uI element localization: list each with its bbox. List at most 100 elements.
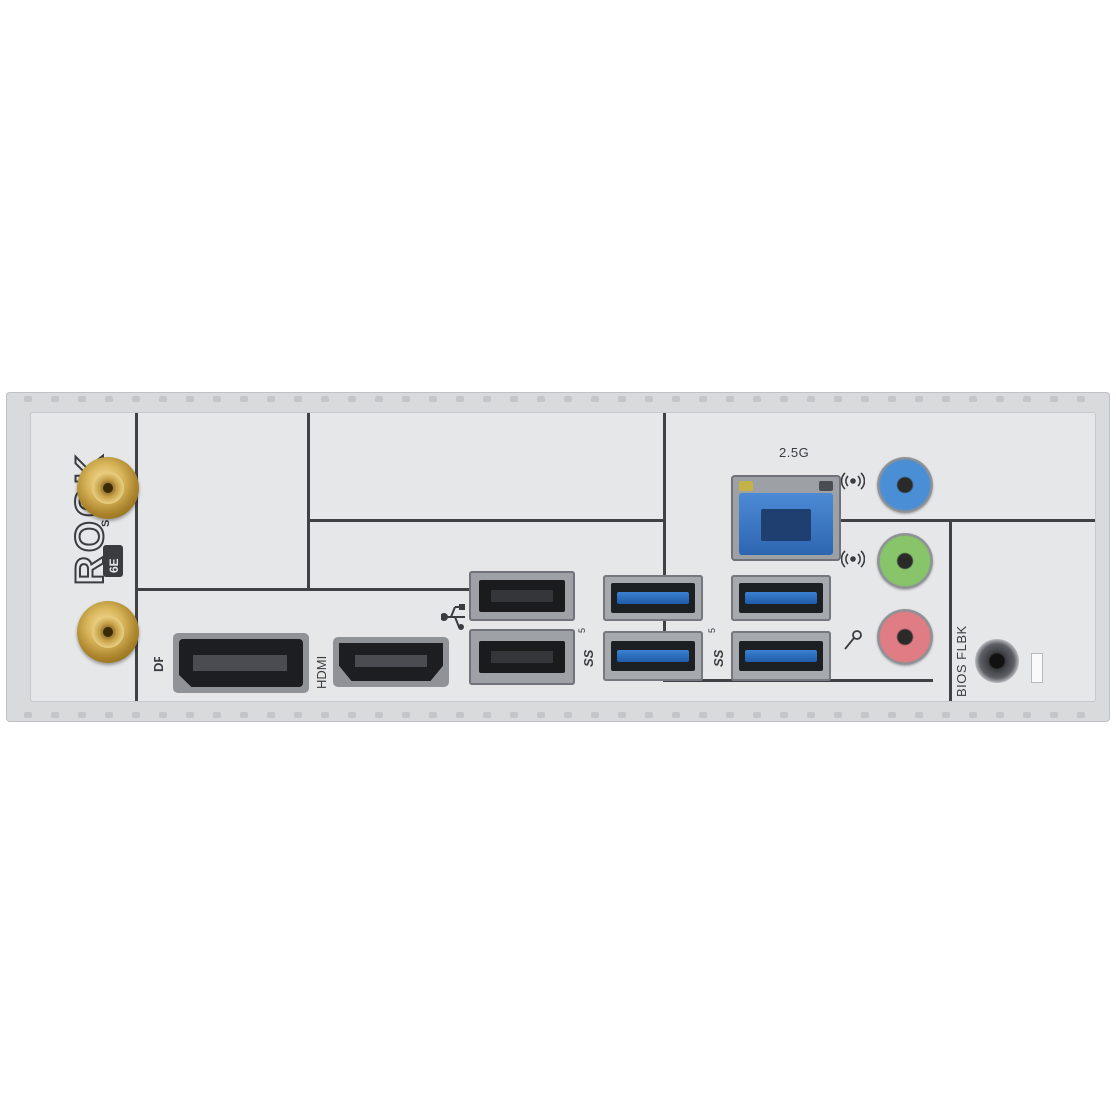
- io-shield-plate: ROCK SOLID 6E DP: [6, 392, 1110, 722]
- rim-dot: [132, 396, 140, 402]
- wifi-6e-badge: 6E: [101, 543, 125, 579]
- rim-dot: [726, 396, 734, 402]
- usb3-port-right-bottom[interactable]: [731, 631, 831, 681]
- rim-dot: [78, 712, 86, 718]
- rim-dot: [753, 712, 761, 718]
- rim-dot: [105, 396, 113, 402]
- rim-dot: [510, 396, 518, 402]
- usb3-port-right-top[interactable]: [731, 575, 831, 621]
- ethernet-socket: [739, 493, 833, 555]
- rim-dot: [321, 712, 329, 718]
- usb3-port-left-bottom[interactable]: [603, 631, 703, 681]
- rim-dot: [375, 712, 383, 718]
- rim-dot: [942, 712, 950, 718]
- rim-dot: [834, 712, 842, 718]
- rim-dot: [159, 712, 167, 718]
- rim-dot: [213, 396, 221, 402]
- rim-dot: [240, 712, 248, 718]
- usb2-port-bottom[interactable]: [469, 629, 575, 685]
- rim-dot: [483, 712, 491, 718]
- microphone-icon: [841, 627, 865, 653]
- rim-dot: [294, 396, 302, 402]
- vent-slot: [1031, 653, 1043, 683]
- divider: [135, 588, 575, 591]
- superspeed-mark-right: SS: [711, 649, 726, 667]
- rim-dot: [375, 396, 383, 402]
- rim-dot: [348, 712, 356, 718]
- rim-dot: [537, 712, 545, 718]
- rim-dot: [186, 712, 194, 718]
- lan-speed-label-wrap: 2.5G: [779, 445, 819, 463]
- rim-dot: [915, 712, 923, 718]
- rim-dot: [321, 396, 329, 402]
- rim-dot: [672, 712, 680, 718]
- rim-dot: [591, 396, 599, 402]
- rim-dot: [780, 712, 788, 718]
- line-out-jack[interactable]: [877, 533, 933, 589]
- rim-dot: [564, 712, 572, 718]
- lan-led-left: [739, 481, 753, 491]
- rim-dot: [780, 396, 788, 402]
- bios-flashback-button[interactable]: [975, 639, 1019, 683]
- rim-dot: [240, 396, 248, 402]
- rim-dot: [510, 712, 518, 718]
- line-in-jack[interactable]: [877, 457, 933, 513]
- rim-dot: [402, 396, 410, 402]
- divider: [839, 519, 1095, 522]
- displayport-port[interactable]: [173, 633, 309, 693]
- bios-flbk-label-wrap: BIOS FLBK: [951, 589, 971, 701]
- rim-dot: [159, 396, 167, 402]
- hdmi-socket: [339, 643, 443, 681]
- rim-dot: [807, 712, 815, 718]
- hdmi-label-wrap: HDMI: [311, 633, 331, 693]
- divider: [135, 413, 138, 701]
- hdmi-port[interactable]: [333, 637, 449, 687]
- lan-led-right: [819, 481, 833, 491]
- rim-dot: [888, 396, 896, 402]
- superspeed-number-left: 5: [577, 628, 587, 633]
- rim-dot: [645, 712, 653, 718]
- wifi-antenna-connector-top[interactable]: [77, 457, 139, 519]
- superspeed-icon-left: SS 5: [577, 613, 603, 669]
- rim-dot: [645, 396, 653, 402]
- rim-dot: [213, 712, 221, 718]
- rim-dot: [402, 712, 410, 718]
- rim-dot: [969, 712, 977, 718]
- rim-dot: [78, 396, 86, 402]
- rim-dot: [24, 396, 32, 402]
- mic-in-jack[interactable]: [877, 609, 933, 665]
- divider: [307, 519, 663, 522]
- rim-dot: [807, 396, 815, 402]
- rim-bottom: [6, 710, 1110, 720]
- rim-dot: [456, 396, 464, 402]
- rim-dot: [861, 396, 869, 402]
- rim-dot: [105, 712, 113, 718]
- superspeed-number-right: 5: [707, 628, 717, 633]
- displayport-label: DP: [151, 657, 165, 672]
- rim-dot: [834, 396, 842, 402]
- rim-dot: [726, 712, 734, 718]
- rim-dot: [996, 712, 1004, 718]
- rim-dot: [267, 396, 275, 402]
- wifi-antenna-connector-bottom[interactable]: [77, 601, 139, 663]
- rim-dot: [915, 396, 923, 402]
- superspeed-icon-right: SS 5: [707, 613, 733, 669]
- usb2-port-top[interactable]: [469, 571, 575, 621]
- displayport-icon: DP: [149, 654, 166, 673]
- divider: [663, 413, 666, 681]
- rim-dot: [861, 712, 869, 718]
- displayport-socket: [179, 639, 303, 687]
- rim-dot: [699, 712, 707, 718]
- rim-dot: [996, 396, 1004, 402]
- rim-dot: [51, 396, 59, 402]
- ethernet-port[interactable]: [731, 475, 841, 561]
- rim-dot: [267, 712, 275, 718]
- rim-dot: [294, 712, 302, 718]
- usb3-port-left-top[interactable]: [603, 575, 703, 621]
- rim-dot: [1023, 712, 1031, 718]
- divider: [949, 521, 952, 701]
- rim-dot: [753, 396, 761, 402]
- rim-dot: [1077, 396, 1085, 402]
- rim-dot: [132, 712, 140, 718]
- rim-dot: [1023, 396, 1031, 402]
